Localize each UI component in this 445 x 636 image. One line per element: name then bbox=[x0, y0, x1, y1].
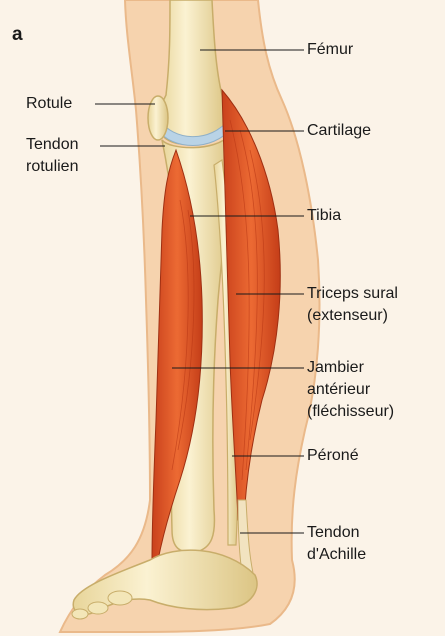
label-tibia: Tibia bbox=[307, 206, 341, 225]
label-jambier-line2: antérieur bbox=[307, 380, 370, 399]
label-tendon-rotulien-line2: rotulien bbox=[26, 157, 78, 176]
label-femur: Fémur bbox=[307, 40, 353, 59]
label-triceps-line2: (extenseur) bbox=[307, 306, 388, 325]
label-achille-line1: Tendon bbox=[307, 523, 360, 542]
label-jambier-line1: Jambier bbox=[307, 358, 364, 377]
label-jambier-line3: (fléchisseur) bbox=[307, 402, 394, 421]
label-rotule: Rotule bbox=[26, 94, 72, 113]
label-perone: Péroné bbox=[307, 446, 359, 465]
label-tendon-rotulien-line1: Tendon bbox=[26, 135, 79, 154]
panel-letter: a bbox=[12, 24, 23, 46]
label-cartilage: Cartilage bbox=[307, 121, 371, 140]
label-triceps-line1: Triceps sural bbox=[307, 284, 398, 303]
patella-bone bbox=[148, 96, 168, 140]
label-achille-line2: d'Achille bbox=[307, 545, 366, 564]
